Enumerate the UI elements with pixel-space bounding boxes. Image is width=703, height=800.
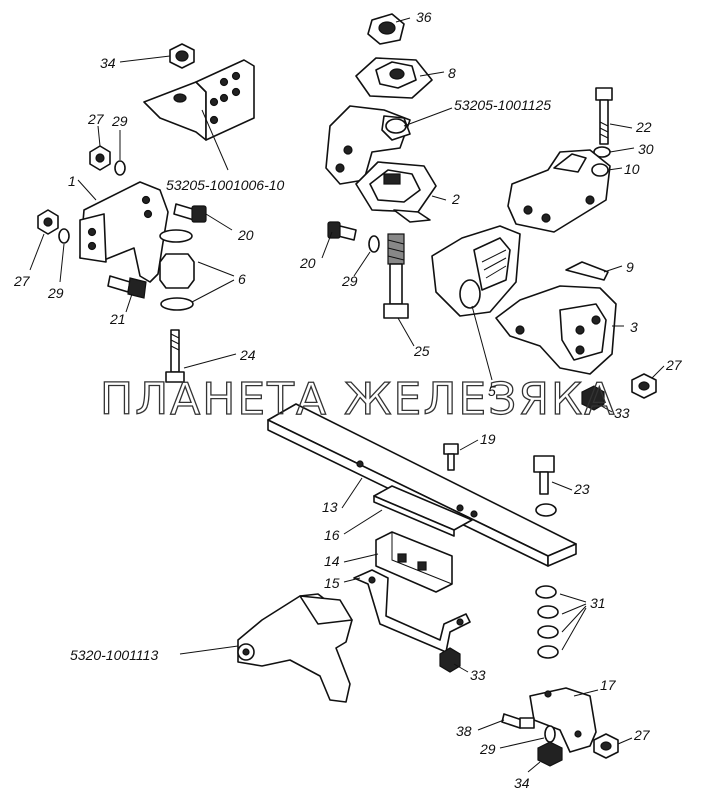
label-31: 31	[590, 595, 606, 611]
washer-29-a	[114, 160, 126, 176]
label-29-a: 29	[111, 113, 128, 129]
label-29-d: 29	[479, 741, 496, 757]
label-17: 17	[600, 677, 617, 693]
cushion-8	[355, 57, 433, 99]
bolt-20-middle	[327, 221, 357, 241]
label-34-top: 34	[100, 55, 116, 71]
label-9: 9	[626, 259, 634, 275]
cushion-14	[375, 531, 453, 593]
nut-36	[367, 13, 405, 45]
washer-29-c	[368, 235, 380, 253]
nut-34-top	[169, 43, 195, 69]
label-23: 23	[573, 481, 590, 497]
label-21: 21	[109, 311, 126, 327]
label-29-b: 29	[47, 285, 64, 301]
label-24: 24	[239, 347, 256, 363]
label-53205-1001006-10: 53205-1001006-10	[166, 177, 285, 193]
washer-29-d	[544, 725, 556, 743]
label-27-a: 27	[87, 111, 105, 127]
washer-29-b	[58, 228, 70, 244]
bolt-20-left	[173, 203, 207, 223]
bracket-53205-1001006-10	[143, 59, 255, 141]
label-14: 14	[324, 553, 340, 569]
nut-27-d	[593, 733, 619, 759]
label-38: 38	[456, 723, 472, 739]
label-5: 5	[488, 383, 496, 399]
watermark: ПЛАНЕТА ЖЕЛЕЗЯКА	[100, 374, 616, 425]
bracket-3	[495, 285, 617, 375]
nut-34-bottom	[537, 741, 563, 767]
callout-labels: 36 8 53205-1001125 34 22 30 10 27 29 532…	[13, 9, 683, 791]
bracket-17	[529, 687, 597, 753]
nut-27-c	[631, 373, 657, 399]
nut-27-a	[89, 145, 111, 171]
label-36: 36	[416, 9, 432, 25]
label-53205-1001125: 53205-1001125	[454, 97, 551, 113]
label-5320-1001113: 5320-1001113	[70, 647, 158, 663]
plate-9	[565, 261, 609, 281]
label-25: 25	[413, 343, 430, 359]
label-20-left: 20	[237, 227, 254, 243]
stud-25	[383, 233, 409, 319]
bracket-1	[79, 181, 169, 283]
nut-27-b	[37, 209, 59, 235]
label-13: 13	[322, 499, 338, 515]
bracket-5320-1001113	[237, 593, 353, 703]
label-33-a: 33	[614, 405, 630, 421]
label-8: 8	[448, 65, 456, 81]
label-1: 1	[68, 173, 76, 189]
label-27-c: 27	[665, 357, 683, 373]
label-34-bottom: 34	[514, 775, 530, 791]
pad-16	[373, 485, 473, 537]
label-27-d: 27	[633, 727, 651, 743]
bolt-19	[443, 443, 459, 471]
label-16: 16	[324, 527, 340, 543]
label-22: 22	[635, 119, 652, 135]
bolt-21	[107, 275, 147, 299]
leader-lines	[29, 17, 665, 773]
bracket-53205-1001125	[325, 105, 411, 185]
label-29-c: 29	[341, 273, 358, 289]
bracket-10	[507, 149, 611, 233]
bolt-24	[165, 329, 185, 383]
bolt-22	[595, 87, 613, 145]
label-15: 15	[324, 575, 340, 591]
label-19: 19	[480, 431, 496, 447]
label-20-middle: 20	[299, 255, 316, 271]
bolt-23	[533, 455, 555, 495]
washer-23	[535, 503, 557, 517]
cushion-2	[355, 161, 437, 223]
bracket-15	[353, 569, 471, 653]
crossmember-13	[267, 403, 577, 567]
label-6: 6	[238, 271, 246, 287]
label-27-b: 27	[13, 273, 31, 289]
label-3: 3	[630, 319, 638, 335]
rubber-6	[159, 229, 195, 311]
label-2: 2	[451, 191, 460, 207]
bolt-38	[501, 713, 535, 729]
label-33-b: 33	[470, 667, 486, 683]
cushion-5	[431, 225, 521, 317]
label-10: 10	[624, 161, 640, 177]
label-30: 30	[638, 141, 654, 157]
washers-31	[535, 585, 559, 659]
nut-33-b	[439, 647, 461, 673]
